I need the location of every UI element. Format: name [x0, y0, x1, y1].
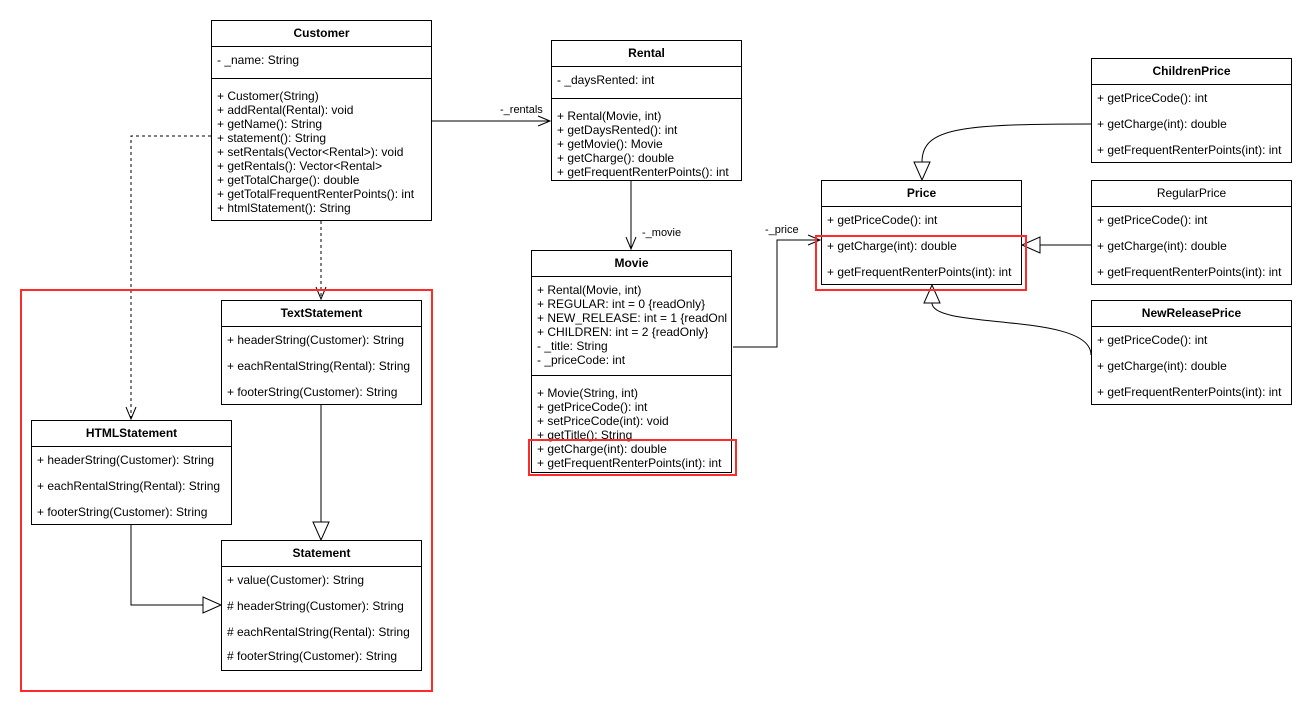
member: + getFrequentRenterPoints(int): int — [1097, 385, 1282, 399]
member: + getCharge(int): double — [1097, 359, 1227, 373]
class-text-statement[interactable]: TextStatement + headerString(Customer): … — [221, 300, 422, 405]
class-name: ChildrenPrice — [1092, 59, 1291, 85]
arrowhead-customer-htmlstatement — [125, 406, 137, 421]
member: + getCharge(int): double — [827, 239, 957, 253]
arrowhead-rental-movie — [625, 236, 637, 251]
edge-label-rentals: -_rentals — [500, 104, 543, 116]
member: + getCharge(int): double — [1097, 117, 1227, 131]
member: + getPriceCode(): int — [1097, 213, 1208, 227]
member: # eachRentalString(Rental): String — [227, 625, 410, 639]
operation: + addRental(Rental): void — [217, 103, 354, 117]
class-name: Movie — [532, 251, 731, 277]
member: + getPriceCode(): int — [1097, 333, 1208, 347]
operation: + getCharge(): double — [557, 151, 675, 165]
edge-newreleaseprice-price — [931, 302, 1092, 356]
class-name: HTMLStatement — [32, 421, 231, 447]
member: + headerString(Customer): String — [227, 333, 405, 347]
highlight-price-methods — [815, 235, 1027, 291]
attribute: - _daysRented: int — [557, 73, 655, 87]
operations-section: + Movie(String, int) + getPriceCode(): i… — [532, 375, 731, 472]
operation: + getFrequentRenterPoints(): int — [557, 165, 729, 179]
operation: + getMovie(): Movie — [557, 137, 663, 151]
operation: + setRentals(Vector<Rental>): void — [217, 145, 404, 159]
operation: + getRentals(): Vector<Rental> — [217, 159, 383, 173]
operation: + getPriceCode(): int — [537, 400, 648, 414]
triangle-htmlstatement-statement — [202, 596, 223, 614]
triangle-childrenprice-price — [913, 161, 931, 182]
attribute: + Rental(Movie, int) — [537, 283, 642, 297]
edge-label-price: -_price — [765, 224, 799, 236]
member: + getPriceCode(): int — [827, 213, 938, 227]
operations-section: + Customer(String) + addRental(Rental): … — [212, 78, 431, 218]
class-name: Statement — [222, 541, 421, 567]
member: + getCharge(int): double — [1097, 239, 1227, 253]
attribute: + REGULAR: int = 0 {readOnly} — [537, 297, 706, 311]
arrowhead-customer-rental — [537, 115, 552, 127]
operation: + Rental(Movie, int) — [557, 109, 662, 123]
edge-htmlstatement-statement — [130, 525, 203, 606]
triangle-newreleaseprice-price — [923, 283, 941, 304]
class-name: Customer — [212, 21, 431, 47]
edge-label-movie: -_movie — [642, 227, 682, 239]
class-rental[interactable]: Rental - _daysRented: int + Rental(Movie… — [551, 40, 742, 181]
member: + footerString(Customer): String — [227, 385, 398, 399]
attribute: + CHILDREN: int = 2 {readOnly} — [537, 325, 709, 339]
class-name: NewReleasePrice — [1092, 301, 1291, 327]
operation: + getTotalCharge(): double — [217, 173, 360, 187]
attribute: - _name: String — [217, 53, 300, 67]
operation: + getDaysRented(): int — [557, 123, 678, 137]
operation: + getName(): String — [217, 117, 323, 131]
member: # footerString(Customer): String — [227, 649, 398, 663]
operation: + htmlStatement(): String — [217, 201, 351, 215]
attribute: + NEW_RELEASE: int = 1 {readOnl — [537, 311, 728, 325]
operation: + Movie(String, int) — [537, 386, 639, 400]
operation: + getTotalFrequentRenterPoints(): int — [217, 187, 415, 201]
edge-movie-price — [733, 239, 820, 348]
arrowhead-movie-price — [807, 234, 822, 246]
class-price[interactable]: Price + getPriceCode(): int + getCharge(… — [821, 180, 1022, 285]
class-name: TextStatement — [222, 301, 421, 327]
class-new-release-price[interactable]: NewReleasePrice + getPriceCode(): int + … — [1091, 300, 1292, 405]
class-regular-price[interactable]: RegularPrice + getPriceCode(): int + get… — [1091, 180, 1292, 285]
triangle-textstatement-statement — [312, 521, 330, 542]
operation: + getTitle(): String — [537, 428, 633, 442]
operation: + Customer(String) — [217, 89, 319, 103]
member: + getFrequentRenterPoints(int): int — [827, 265, 1012, 279]
member: # headerString(Customer): String — [227, 599, 404, 613]
arrowhead-customer-textstatement — [315, 286, 327, 301]
member: + getFrequentRenterPoints(int): int — [1097, 265, 1282, 279]
operations-section: + Rental(Movie, int) + getDaysRented(): … — [552, 98, 741, 182]
member: + eachRentalString(Rental): String — [227, 359, 411, 373]
attributes-section: - _name: String — [212, 47, 431, 78]
attributes-section: + Rental(Movie, int) + REGULAR: int = 0 … — [532, 277, 731, 375]
class-name: RegularPrice — [1092, 181, 1291, 207]
member: + getFrequentRenterPoints(int): int — [1097, 143, 1282, 157]
attributes-section: - _daysRented: int — [552, 67, 741, 98]
highlight-movie-methods — [528, 439, 737, 476]
highlight-statement-group — [20, 289, 433, 692]
attribute: - _title: String — [537, 339, 608, 353]
attribute: - _priceCode: int — [537, 353, 626, 367]
operation: + getFrequentRenterPoints(int): int — [537, 456, 722, 470]
edge-childrenprice-price — [921, 123, 1092, 163]
class-html-statement[interactable]: HTMLStatement + headerString(Customer): … — [31, 420, 232, 525]
member: + eachRentalString(Rental): String — [37, 479, 221, 493]
class-movie[interactable]: Movie + Rental(Movie, int) + REGULAR: in… — [531, 250, 732, 473]
operation: + getCharge(int): double — [537, 442, 667, 456]
operation: + statement(): String — [217, 131, 327, 145]
class-statement[interactable]: Statement + value(Customer): String # he… — [221, 540, 422, 671]
edge-customer-htmlstatement — [130, 135, 211, 419]
member: + headerString(Customer): String — [37, 453, 215, 467]
member: + footerString(Customer): String — [37, 505, 208, 519]
triangle-regularprice-price — [1020, 236, 1041, 254]
member: + value(Customer): String — [227, 573, 365, 587]
class-customer[interactable]: Customer - _name: String + Customer(Stri… — [211, 20, 432, 221]
member: + getPriceCode(): int — [1097, 91, 1208, 105]
class-name: Price — [822, 181, 1021, 207]
class-name: Rental — [552, 41, 741, 67]
class-children-price[interactable]: ChildrenPrice + getPriceCode(): int + ge… — [1091, 58, 1292, 163]
operation: + setPriceCode(int): void — [537, 414, 669, 428]
